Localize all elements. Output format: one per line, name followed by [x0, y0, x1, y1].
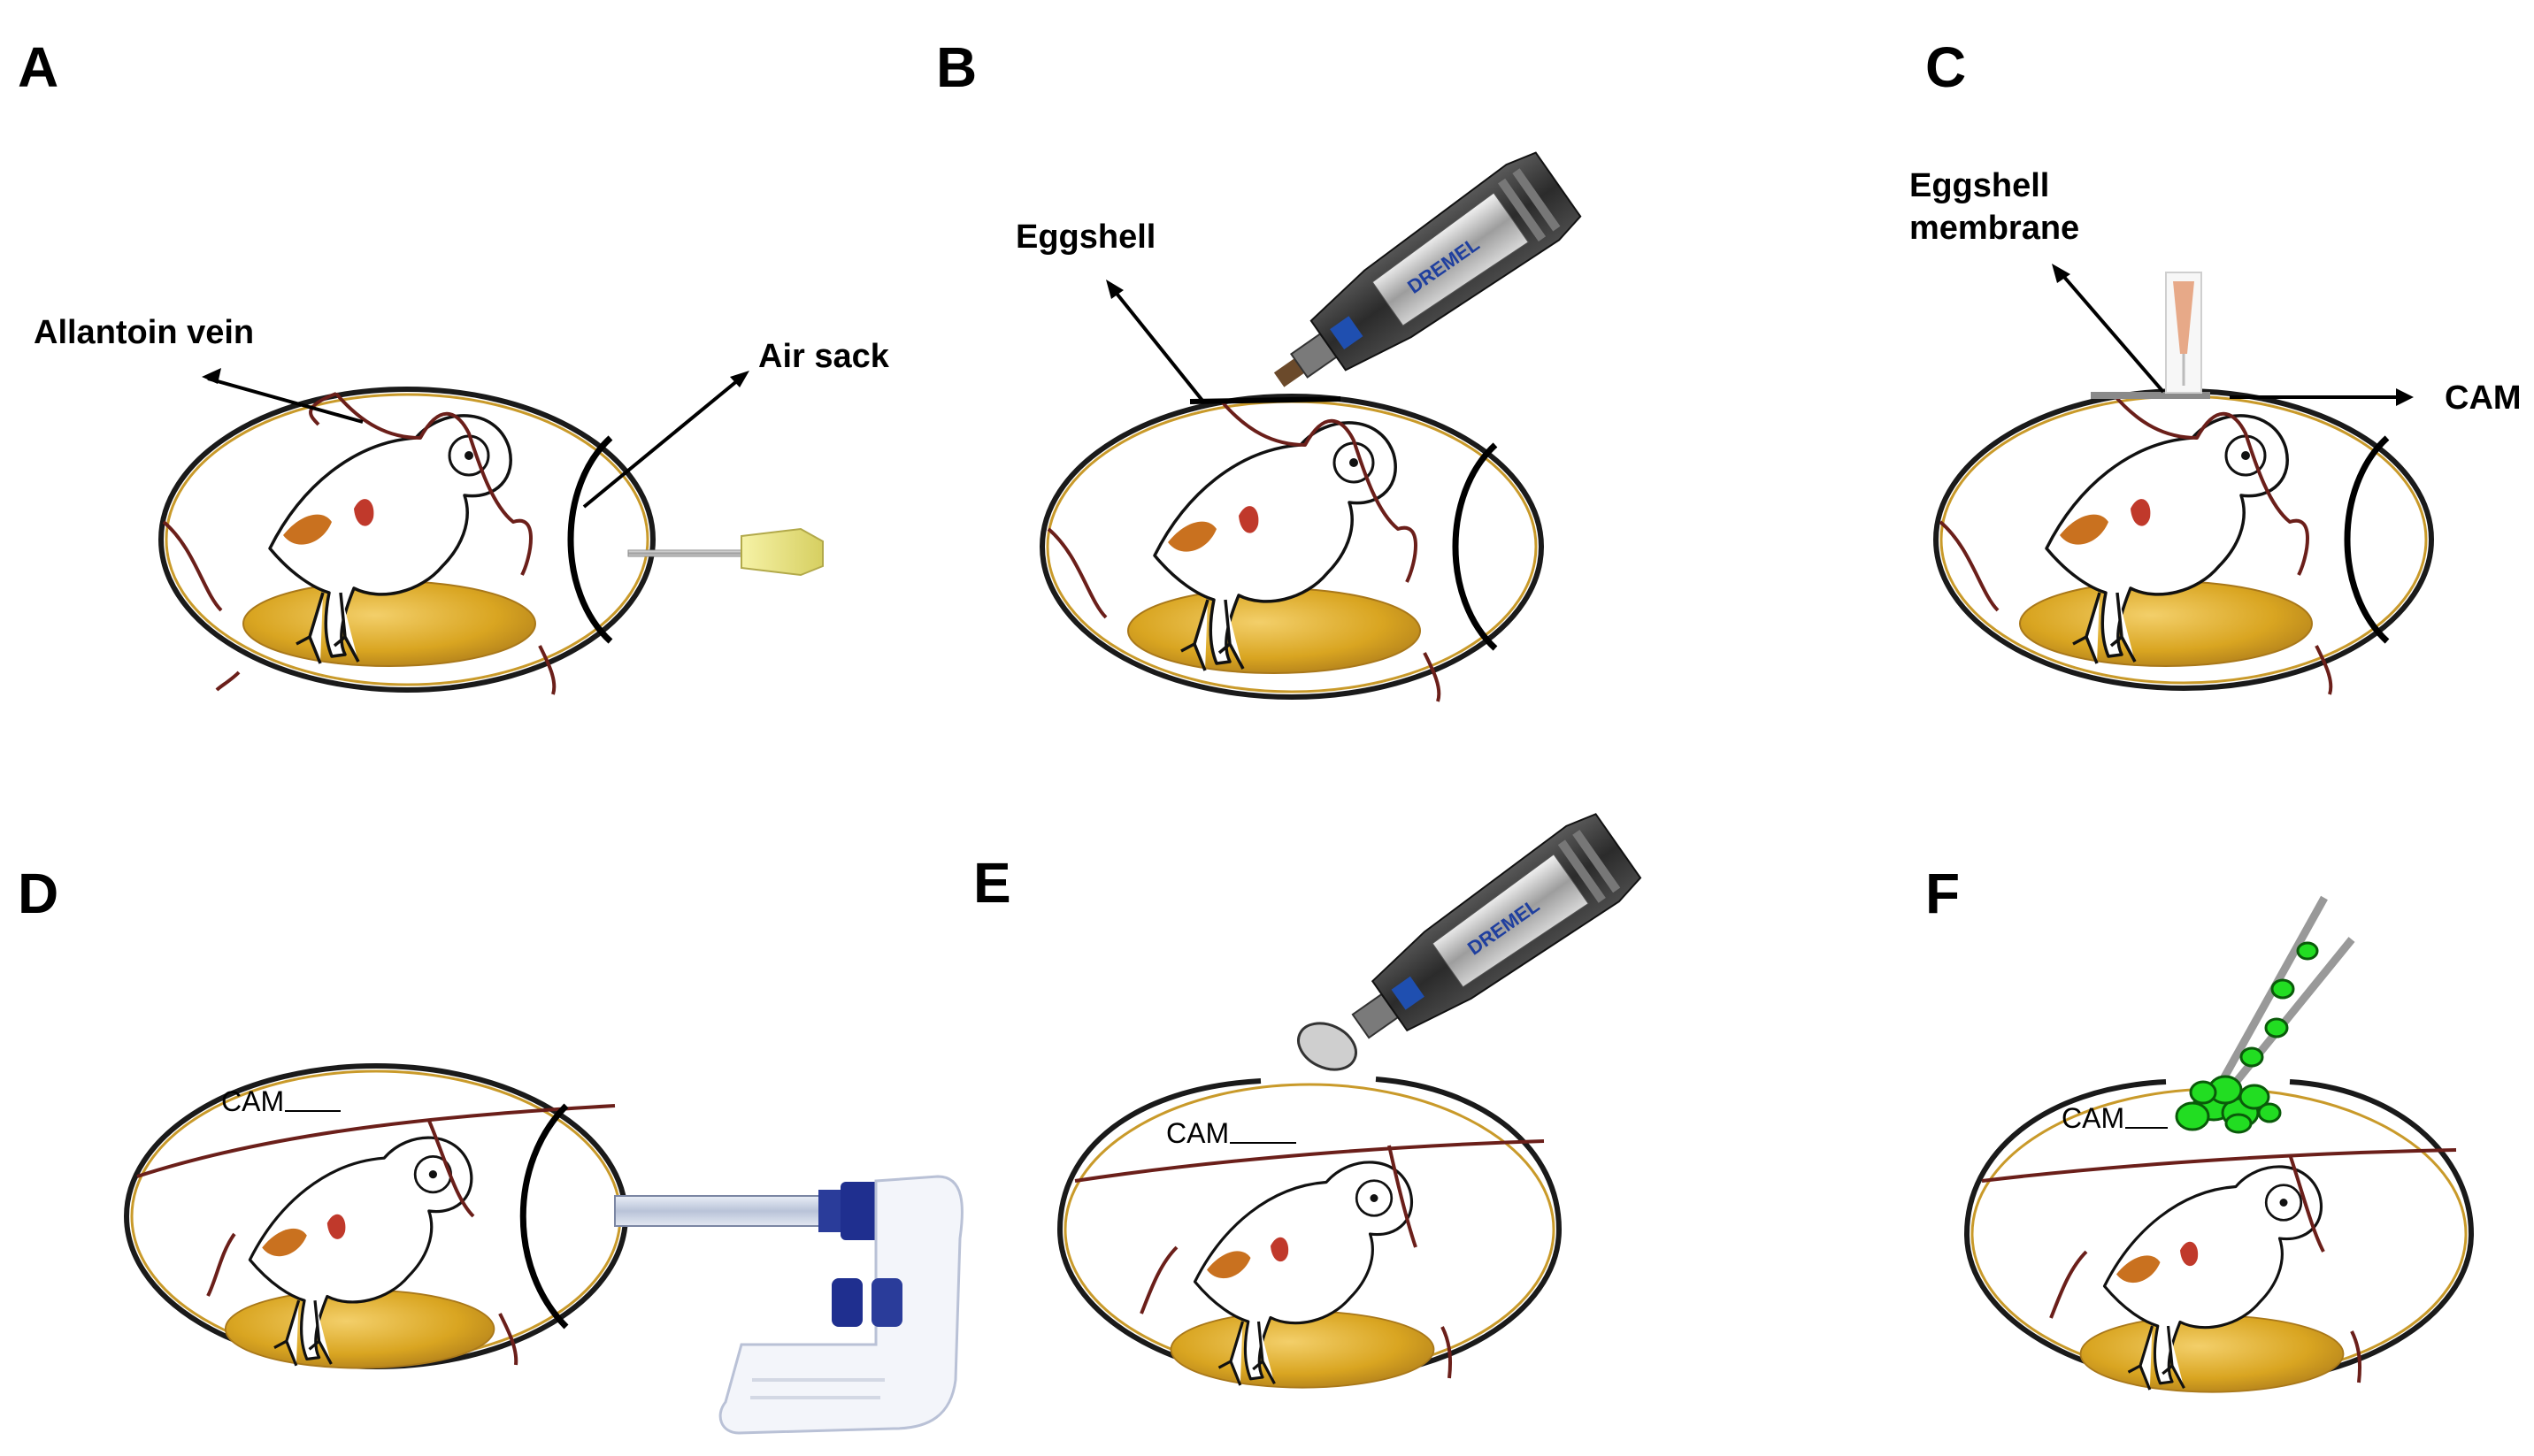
egg-shell-b — [1040, 394, 1544, 700]
label-eggshell-membrane-line1: Eggshell — [1909, 167, 2049, 204]
panel-letter-a: A — [18, 35, 58, 99]
vein-f — [2049, 1153, 2361, 1383]
embryo-e — [1169, 1161, 1436, 1390]
cutting-disc-e — [1297, 1022, 1357, 1071]
air-sack-b — [1452, 442, 1498, 651]
label-eggshell-membrane-line2: membrane — [1909, 210, 2079, 247]
air-sack-a — [567, 435, 613, 644]
egg-shell-a — [158, 387, 656, 693]
label-cam-f: CAM — [2062, 1102, 2124, 1134]
rotary-tool-b: DREMEL — [1273, 151, 1582, 387]
allantoin-vein-a — [162, 392, 557, 695]
label-allantoin-vein: Allantoin vein — [34, 314, 254, 351]
panel-a: A Allantoin vein Air sack — [18, 35, 890, 695]
label-cam-d: CAM — [221, 1085, 284, 1117]
panel-letter-d: D — [18, 862, 58, 925]
cam-vein-f — [1981, 1148, 2457, 1183]
vein-b — [1047, 399, 1441, 702]
label-cam-e: CAM — [1166, 1117, 1229, 1149]
panel-letter-f: F — [1925, 862, 1960, 925]
cam-vein-d — [136, 1104, 616, 1178]
pipette-controller — [614, 1175, 964, 1435]
rotary-tool-e: DREMEL — [1351, 813, 1642, 1039]
label-cam-c: CAM — [2445, 379, 2522, 417]
vein-e — [1140, 1145, 1452, 1379]
embryo-d — [224, 1136, 496, 1370]
vein-c — [1939, 392, 2333, 695]
pipette-tip-c — [2165, 272, 2202, 394]
panel-letter-e: E — [973, 851, 1011, 915]
vein-d — [206, 1120, 518, 1366]
panel-b: B Eggshell DREMEL — [936, 35, 1582, 702]
panel-f: F CAM — [1925, 862, 2475, 1394]
air-sack-c — [2344, 435, 2390, 644]
tumor-cells-f — [2175, 941, 2319, 1134]
panel-d: D CAM — [18, 862, 964, 1435]
label-eggshell-b: Eggshell — [1016, 218, 1156, 256]
cam-vein-e — [1074, 1139, 1545, 1183]
panel-c: C Eggshell membrane CAM — [1909, 35, 2522, 695]
embryo-c — [2018, 414, 2314, 668]
embryo-a — [242, 414, 537, 668]
panel-letter-c: C — [1925, 35, 1966, 99]
syringe-needle — [627, 527, 824, 577]
panel-e: E CAM DREMEL — [973, 813, 1642, 1390]
panel-letter-b: B — [936, 35, 977, 99]
label-air-sack: Air sack — [758, 338, 890, 375]
embryo-b — [1126, 421, 1422, 675]
air-sack-d — [519, 1103, 569, 1330]
